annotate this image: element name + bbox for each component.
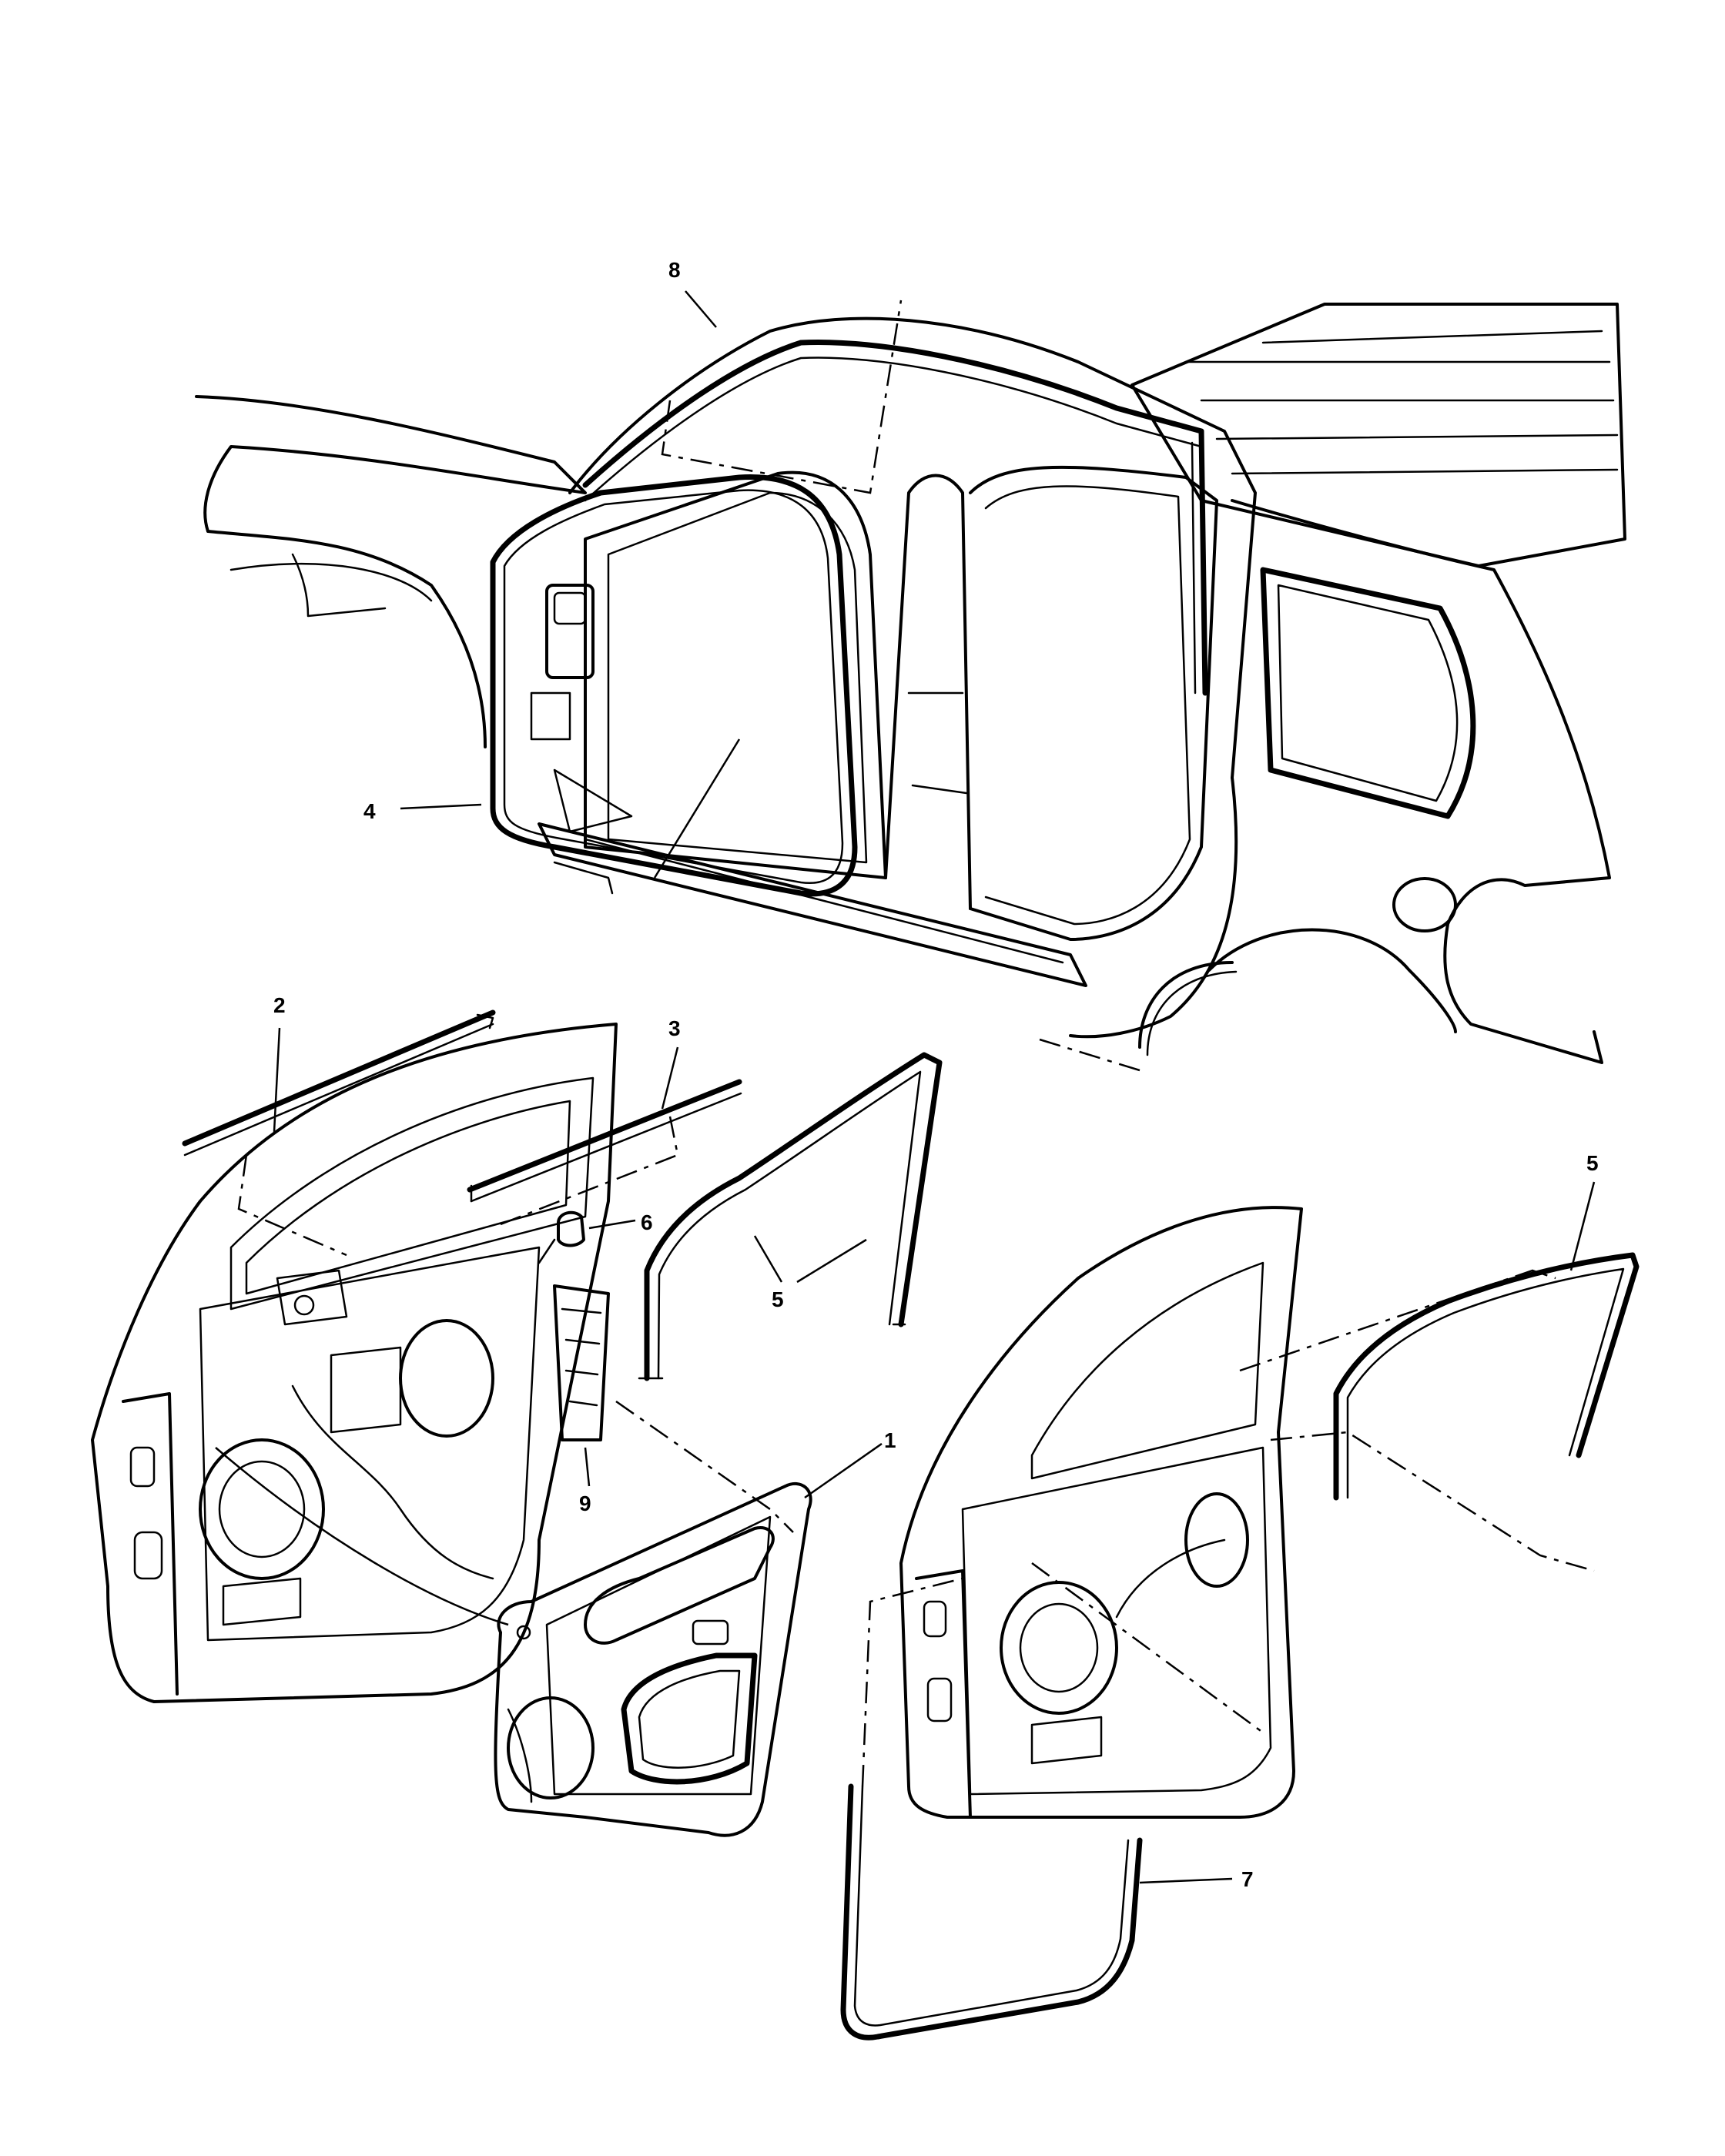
left-door-shell [91, 1023, 618, 1703]
callout-5-right: 5 [1586, 1151, 1599, 1175]
phantom-line [500, 1116, 679, 1226]
callout-3: 3 [668, 1016, 681, 1040]
callout-7-leader [1139, 1877, 1233, 1884]
callout-5-left: 5 [772, 1287, 784, 1311]
callout-2-leader [273, 1027, 281, 1133]
callout-5a-leader-2 [796, 1238, 867, 1284]
phantom-line [1031, 1562, 1264, 1734]
callout-9-leader [584, 1447, 591, 1487]
callout-1-leader [804, 1442, 883, 1499]
callout-5b-leader [1569, 1181, 1596, 1271]
callout-3-leader [661, 1046, 679, 1110]
phantom-line [237, 1154, 347, 1257]
leader-line [653, 738, 741, 879]
glass-run-channel-right [1333, 1252, 1640, 1501]
callout-8: 8 [668, 258, 681, 282]
phantom-line [661, 300, 903, 494]
callout-6: 6 [641, 1210, 653, 1234]
leader-line [215, 1447, 509, 1626]
callout-6-leader [588, 1219, 636, 1230]
phantom-line [1239, 1269, 1556, 1372]
callout-4-leader [400, 803, 482, 810]
phantom-line [861, 1577, 963, 1787]
callout-1: 1 [884, 1428, 896, 1452]
right-door-shell [899, 1206, 1303, 1819]
door-trim-panel [494, 1481, 812, 1837]
glass-run-channel-left [638, 1052, 943, 1381]
door-opening-weatherstrip [490, 474, 858, 897]
belt-weatherstrip-outer [182, 1009, 496, 1157]
callout-5a-leader [753, 1235, 783, 1283]
door-check-bracket [553, 1284, 610, 1441]
door-bumper [538, 1210, 585, 1264]
vehicle-body-side [195, 303, 1626, 1064]
callout-9: 9 [579, 1491, 591, 1515]
belt-weatherstrip-inner [467, 1079, 742, 1203]
door-bottom-weatherstrip [840, 1783, 1143, 2040]
phantom-line [615, 1400, 794, 1533]
callout-7: 7 [1241, 1867, 1254, 1891]
callout-2: 2 [273, 993, 286, 1017]
phantom-line [1039, 1038, 1141, 1072]
callout-4: 4 [363, 799, 376, 823]
callout-8-leader [685, 290, 717, 328]
phantom-line [1270, 1431, 1595, 1572]
